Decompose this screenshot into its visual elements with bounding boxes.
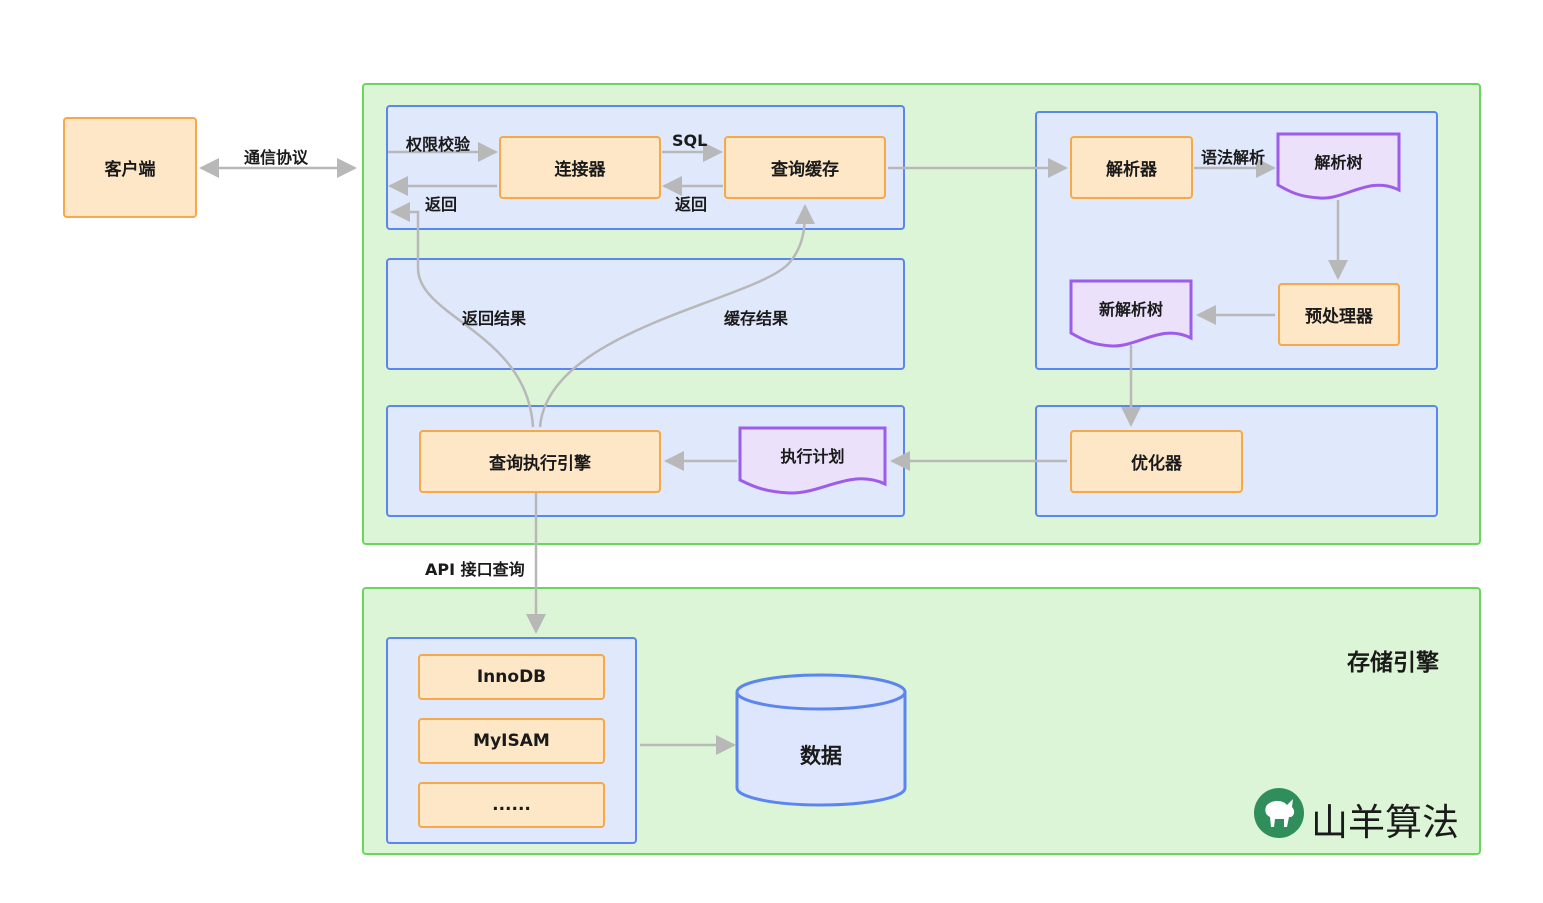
return-label-right: 返回 — [675, 195, 708, 214]
auth-label: 权限校验 — [406, 135, 471, 154]
return-result-curve — [390, 202, 535, 428]
goat-icon — [1254, 788, 1304, 838]
engine-item-more: ...... — [418, 782, 605, 828]
parser-node: 解析器 — [1070, 136, 1193, 199]
storage-title: 存储引擎 — [1347, 650, 1439, 676]
parse-tree-node — [1276, 132, 1401, 200]
parse-tree-label: 解析树 — [1314, 153, 1363, 172]
client-node: 客户端 — [63, 117, 197, 218]
execution-plan-label: 执行计划 — [780, 447, 845, 466]
syntax-label: 语法解析 — [1201, 148, 1266, 167]
cache-result-curve — [538, 204, 815, 428]
engine-item-innodb: InnoDB — [418, 654, 605, 700]
query-cache-node: 查询缓存 — [724, 136, 886, 199]
new-parse-tree-node — [1069, 279, 1193, 348]
new-parse-tree-label: 新解析树 — [1098, 300, 1163, 319]
return-label-left: 返回 — [425, 195, 458, 214]
optimizer-node: 优化器 — [1070, 430, 1243, 493]
brand-name: 山羊算法 — [1311, 801, 1459, 844]
data-cylinder — [735, 673, 907, 807]
preprocessor-node: 预处理器 — [1278, 283, 1400, 346]
protocol-label: 通信协议 — [244, 148, 309, 167]
api-label: API 接口查询 — [425, 560, 525, 579]
sql-label: SQL — [672, 131, 708, 150]
return-result-label: 返回结果 — [462, 309, 527, 328]
connector-node: 连接器 — [499, 136, 661, 199]
data-label: 数据 — [800, 744, 842, 768]
results-panel — [386, 258, 905, 370]
cache-result-label: 缓存结果 — [724, 309, 789, 328]
execution-plan-node — [738, 426, 887, 495]
query-engine-node: 查询执行引擎 — [419, 430, 661, 493]
engine-item-myisam: MyISAM — [418, 718, 605, 764]
